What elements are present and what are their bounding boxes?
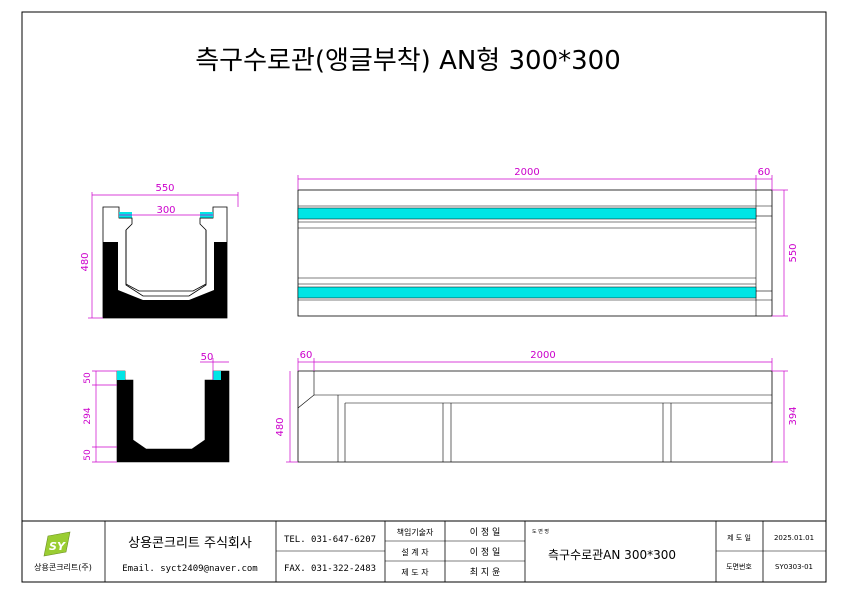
company-logo: SY 상용콘크리트(주) [34, 531, 92, 572]
dim-text-angle-50: 50 [201, 352, 214, 363]
company-email: Email. syct2409@naver.com [122, 564, 257, 574]
role-responsible: 책임기술자 [397, 527, 434, 537]
dim-text-plan-2000: 2000 [514, 167, 539, 178]
side-outline [297, 370, 773, 463]
name-designer: 이 정 일 [470, 547, 501, 558]
drawing-title: 측구수로관(앵글부착) AN형 300*300 [195, 46, 621, 76]
dim-text-550: 550 [155, 183, 174, 194]
drawing-name: 측구수로관AN 300*300 [548, 548, 676, 562]
logo-mark: SY [49, 540, 66, 553]
angle-right-cyan [213, 371, 221, 380]
dim-text-side-60: 60 [300, 350, 313, 361]
plan-view: 2000 60 550 [297, 167, 799, 317]
section-solid-body [103, 242, 227, 318]
plan-angle-bottom [297, 286, 757, 299]
side-view: 60 2000 480 394 [275, 350, 799, 463]
logo-caption: 상용콘크리트(주) [34, 562, 92, 572]
section-channel [125, 230, 207, 292]
company-fax: FAX. 031-322-2483 [284, 564, 376, 574]
angle-left-cyan [117, 371, 125, 380]
role-drafter: 제 도 자 [401, 568, 429, 577]
title-block: SY 상용콘크리트(주) 상용콘크리트 주식회사 Email. syct2409… [21, 520, 827, 583]
angle-section-body [116, 370, 230, 463]
dim-text-300: 300 [156, 205, 175, 216]
draw-date: 2025.01.01 [774, 534, 814, 542]
dim-text-bottom-50: 50 [83, 449, 93, 461]
company-tel: TEL. 031-647-6207 [284, 535, 376, 545]
plan-angle-top [297, 207, 757, 220]
dim-text-294: 294 [83, 407, 93, 424]
name-drafter: 최 지 윤 [470, 567, 501, 578]
dim-text-side-480: 480 [275, 417, 286, 436]
number-label: 도면번호 [726, 562, 752, 571]
angle-section-view: 50 294 50 50 [83, 352, 230, 463]
drawing-name-label: 도 면 명 [532, 528, 549, 535]
dim-text-480: 480 [80, 252, 91, 271]
date-label: 제 도 일 [727, 533, 751, 542]
dim-text-plan-60: 60 [758, 167, 771, 178]
dim-text-top-50: 50 [83, 372, 93, 384]
dim-text-plan-550: 550 [788, 243, 799, 262]
name-responsible: 이 정 일 [470, 527, 501, 538]
cross-section-view: 550 300 480 [80, 183, 239, 319]
drawing-number: SY0303-01 [775, 563, 813, 571]
role-designer: 설 계 자 [401, 547, 429, 557]
company-name: 상용콘크리트 주식회사 [128, 536, 252, 551]
dim-text-side-2000: 2000 [530, 350, 555, 361]
dim-text-side-394: 394 [788, 406, 799, 425]
